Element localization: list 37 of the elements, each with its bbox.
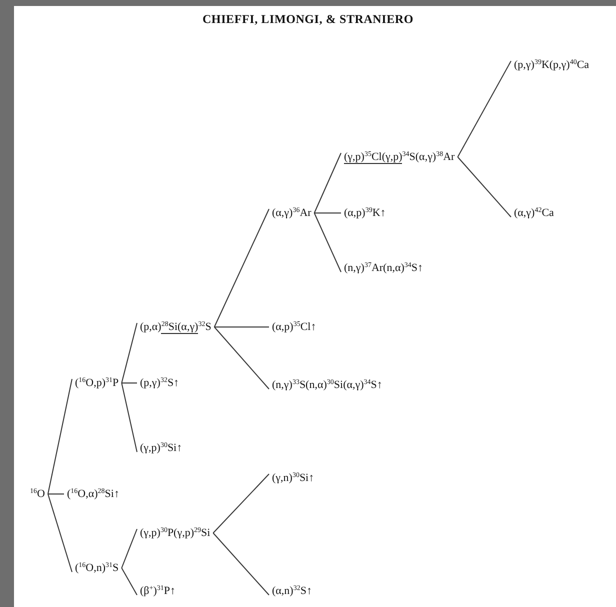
reaction-label: (α,γ)$^{42}$Ca: [514, 206, 554, 220]
reaction-label: (γ,n)$^{30}$Si↑: [272, 471, 314, 485]
branch-line: [214, 208, 270, 328]
branch-line: [47, 378, 72, 494]
reaction-label: ($^{16}$O,p)$^{31}$P: [75, 376, 119, 390]
reaction-label: (n,γ)$^{37}$Ar(n,α)$^{34}$S↑: [344, 261, 424, 275]
branch-line: [212, 474, 270, 534]
reaction-label: ($^{16}$O,n)$^{31}$S: [75, 561, 119, 575]
reaction-label: (p,γ)$^{39}$K(p,γ)$^{40}$Ca: [514, 58, 590, 72]
branch-line: [314, 152, 342, 214]
reaction-label: (γ,p)$^{35}$Cl(γ,p)$^{34}$S(α,γ)$^{38}$Ar: [344, 150, 455, 164]
reaction-label: (p,γ)$^{32}$S↑: [140, 376, 180, 390]
branch-line: [47, 494, 72, 572]
reaction-label: (γ,p)$^{30}$Si↑: [140, 441, 182, 455]
reaction-label: (α,p)$^{39}$K↑: [344, 206, 386, 220]
branch-line: [212, 532, 270, 596]
reaction-label: (α,n)$^{32}$S↑: [272, 584, 312, 598]
reaction-label: (α,γ)$^{36}$Ar: [272, 206, 312, 220]
branch-line: [314, 212, 342, 214]
reaction-label: $^{16}$O: [30, 487, 45, 501]
branch-line: [121, 528, 138, 568]
reaction-label: (β$^{+}$)$^{31}$P↑: [140, 584, 176, 598]
branch-line: [457, 156, 512, 218]
reaction-label: ($^{16}$O,α)$^{28}$Si↑: [67, 487, 120, 501]
reaction-label: (α,p)$^{35}$Cl↑: [272, 320, 316, 334]
branch-line: [214, 326, 270, 390]
branch-line: [121, 322, 138, 384]
reaction-label: (p,α)$^{28}$Si(α,γ)$^{32}$S: [140, 320, 212, 334]
reaction-label: (γ,p)$^{30}$P(γ,p)$^{29}$Si: [140, 526, 210, 540]
branch-line: [121, 382, 138, 452]
title: CHIEFFI, LIMONGI, & STRANIERO: [201, 12, 415, 27]
reaction-label: (n,γ)$^{33}$S(n,α)$^{30}$Si(α,γ)$^{34}$S↑: [272, 378, 382, 392]
branch-line: [214, 326, 270, 328]
branch-line: [121, 382, 138, 384]
branch-line: [121, 568, 138, 596]
branch-line: [314, 212, 342, 272]
branch-line: [457, 60, 512, 158]
